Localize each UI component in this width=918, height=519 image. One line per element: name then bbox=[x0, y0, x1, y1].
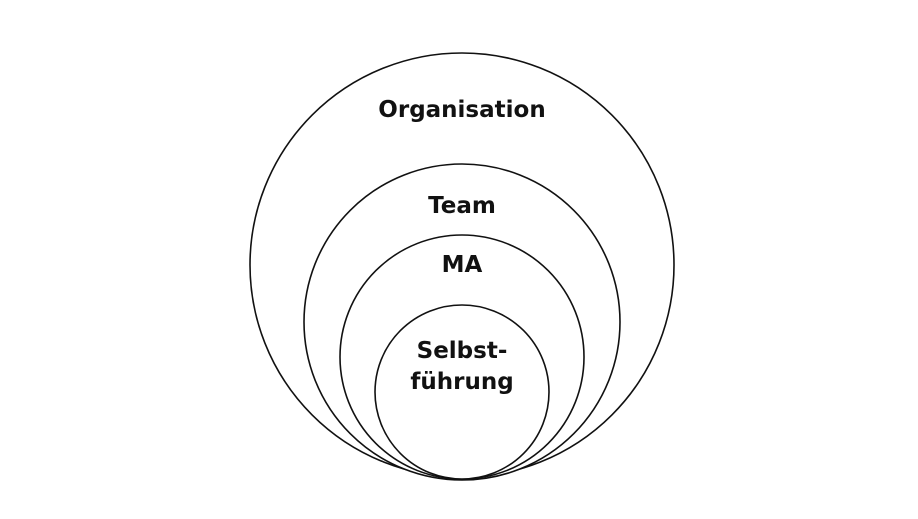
ma-label: MA bbox=[442, 252, 483, 278]
selbstfuehrung-circle bbox=[374, 304, 550, 480]
organisation-label: Organisation bbox=[378, 97, 545, 123]
team-label: Team bbox=[428, 193, 496, 219]
selbstfuehrung-label-line1: Selbst- bbox=[417, 338, 508, 364]
selbstfuehrung-label-line2: führung bbox=[410, 369, 513, 395]
